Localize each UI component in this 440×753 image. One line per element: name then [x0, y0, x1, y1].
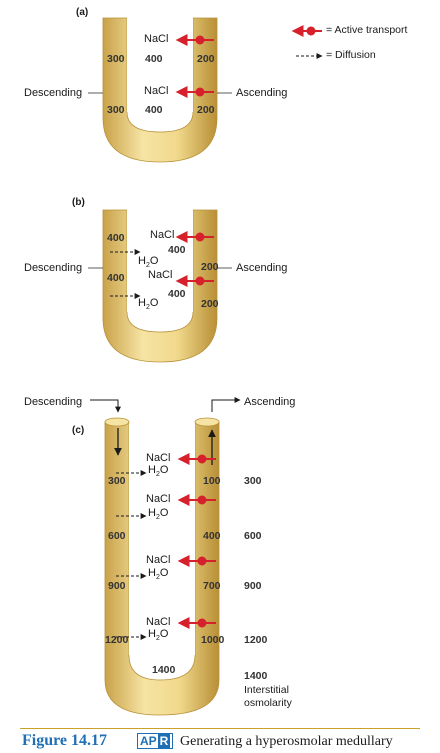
- legend-active-label: = Active transport: [326, 24, 408, 36]
- panel-a-mid-bottom: 400: [145, 104, 163, 116]
- panel-c-h2o-2: H2O: [148, 507, 169, 522]
- panel-c-nacl-4: NaCl: [146, 616, 171, 628]
- panel-b-loop: [88, 209, 232, 363]
- panel-a-right-top: 200: [197, 53, 215, 65]
- figure-title: Generating a hyperosmolar medullary: [180, 734, 393, 749]
- panel-c-interstitial-1: 300: [244, 475, 262, 487]
- panel-c-left-1: 300: [108, 475, 126, 487]
- panel-b-right-top: 200: [201, 261, 219, 273]
- panel-c-descending-label: Descending: [24, 396, 83, 408]
- panel-b-left-bottom: 400: [107, 272, 125, 284]
- panel-b-nacl-2: NaCl: [148, 269, 173, 281]
- panel-c-h2o-1: H2O: [148, 464, 169, 479]
- panel-a-nacl-2: NaCl: [144, 85, 169, 97]
- panel-b-ascending-label: Ascending: [236, 262, 288, 274]
- caption-divider: [20, 728, 420, 729]
- panel-a-letter: (a): [76, 7, 89, 18]
- panel-c-nacl-1: NaCl: [146, 452, 171, 464]
- panel-a-left-bottom: 300: [107, 104, 125, 116]
- panel-c-right-2: 400: [203, 530, 221, 542]
- panel-c-left-3: 900: [108, 580, 126, 592]
- panel-b-descending-label: Descending: [24, 262, 83, 274]
- panel-c-h2o-3: H2O: [148, 567, 169, 582]
- panel-b-mid-top: 400: [168, 244, 186, 256]
- panel-a-mid-top: 400: [145, 53, 163, 65]
- panel-c-h2o-4: H2O: [148, 628, 169, 643]
- panel-a-descending-label: Descending: [24, 87, 83, 99]
- panel-c-right-4: 1000: [201, 634, 225, 646]
- figure-number: Figure 14.17: [22, 732, 108, 749]
- osmolarity-label: osmolarity: [244, 697, 292, 709]
- panel-c-left-2: 600: [108, 530, 126, 542]
- panel-b-h2o-1: H2O: [138, 255, 159, 270]
- panel-c-interstitial-3: 900: [244, 580, 262, 592]
- panel-b-letter: (b): [72, 197, 85, 208]
- interstitial-label: Interstitial: [244, 684, 289, 696]
- panel-c-ascending-label: Ascending: [244, 396, 296, 408]
- panel-a-left-top: 300: [107, 53, 125, 65]
- panel-c-loop: [90, 397, 241, 716]
- panel-a-right-bottom: 200: [197, 104, 215, 116]
- panel-c-interstitial-5: 1400: [244, 670, 268, 682]
- panel-b-h2o-2: H2O: [138, 297, 159, 312]
- active-transport-arrows: [175, 25, 322, 629]
- panel-b-right-bottom: 200: [201, 298, 219, 310]
- panel-b-nacl-1: NaCl: [150, 229, 175, 241]
- panel-c-interstitial-2: 600: [244, 530, 262, 542]
- panel-c-nacl-2: NaCl: [146, 493, 171, 505]
- panel-b-mid-bottom: 400: [168, 288, 186, 300]
- panel-c-bottom-value: 1400: [152, 664, 176, 676]
- caption-bar: [0, 722, 440, 753]
- panel-c-interstitial-4: 1200: [244, 634, 268, 646]
- diffusion-arrows: [110, 53, 323, 640]
- panel-c-right-1: 100: [203, 475, 221, 487]
- panel-a-ascending-label: Ascending: [236, 87, 288, 99]
- legend-diffusion-label: = Diffusion: [326, 49, 376, 61]
- panel-c-letter: (c): [72, 425, 85, 436]
- panel-a-nacl-1: NaCl: [144, 33, 169, 45]
- panel-b-left-top: 400: [107, 232, 125, 244]
- panel-c-nacl-3: NaCl: [146, 554, 171, 566]
- panel-c-left-4: 1200: [105, 634, 129, 646]
- panel-c-right-3: 700: [203, 580, 221, 592]
